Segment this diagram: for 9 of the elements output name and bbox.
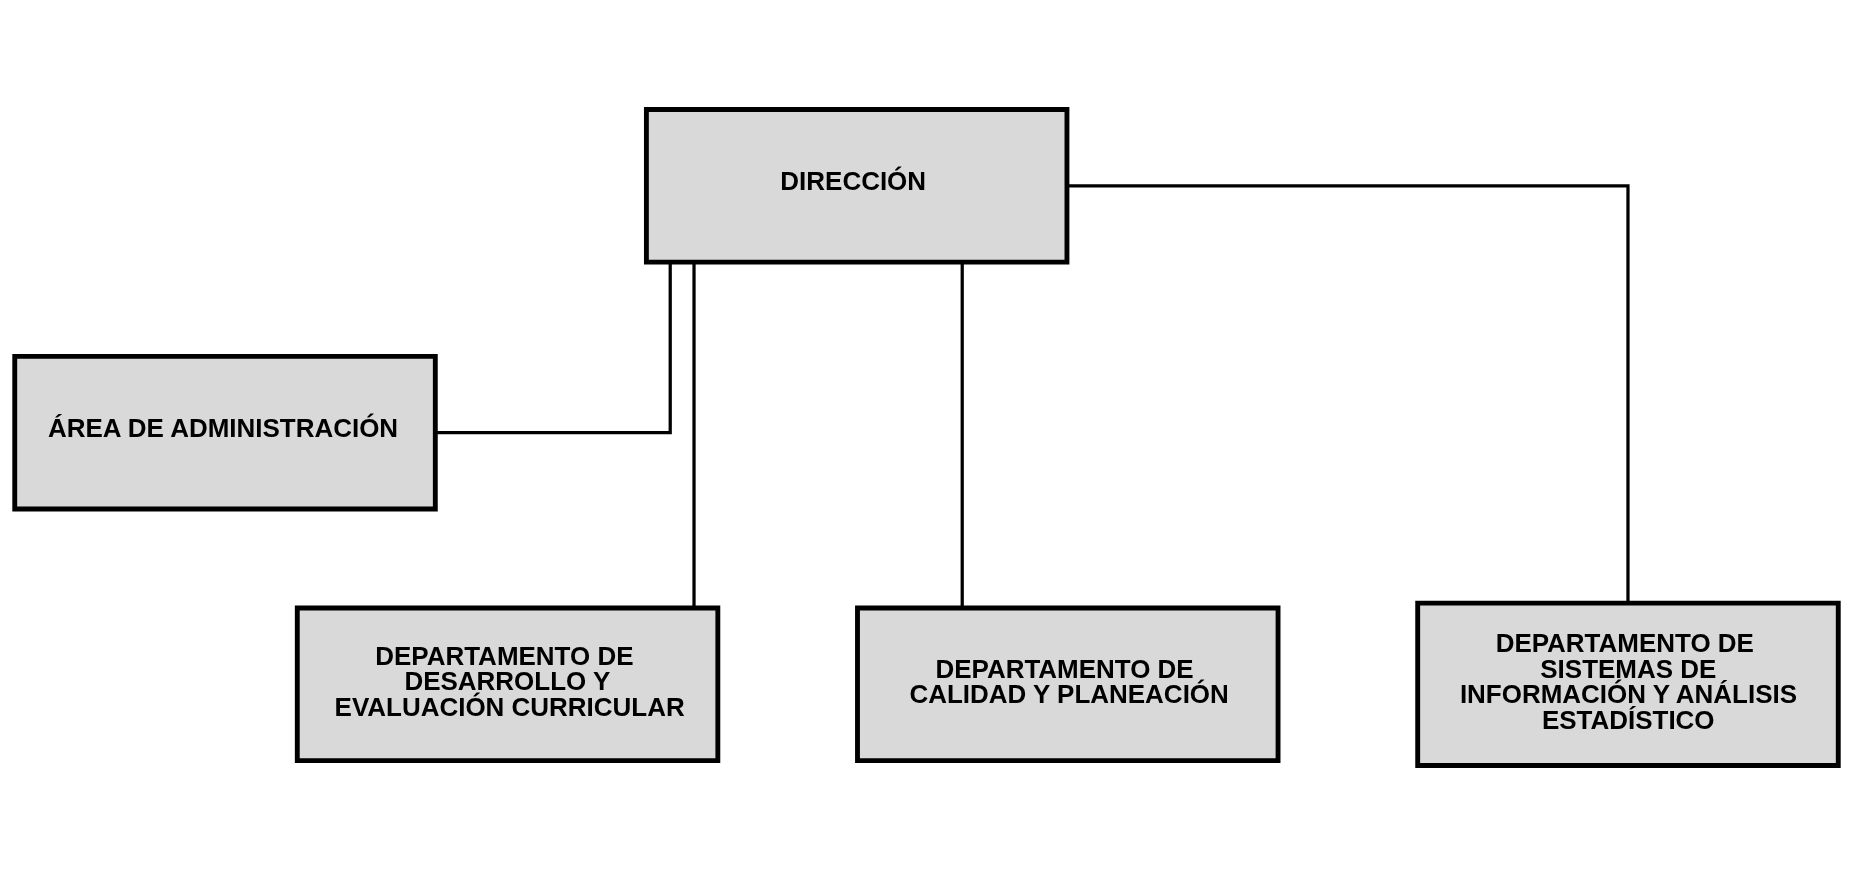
node-box: DEPARTAMENTO DE CALIDAD Y PLANEACIÓN xyxy=(855,605,1281,764)
connector xyxy=(435,262,672,435)
connector xyxy=(960,262,964,608)
node-box: ÁREA DE ADMINISTRACIÓN xyxy=(12,353,438,512)
node-box: DEPARTAMENTO DE SISTEMAS DE INFORMACIÓN Y ANÁLISIS ESTADÍSTICO xyxy=(1415,600,1841,768)
connector xyxy=(1067,184,1630,604)
node-box: DIRECCIÓN xyxy=(643,107,1070,265)
node-box: DEPARTAMENTO DE DESARROLLO Y EVALUACIÓN CURRICULAR xyxy=(294,605,721,764)
connector xyxy=(692,262,696,608)
